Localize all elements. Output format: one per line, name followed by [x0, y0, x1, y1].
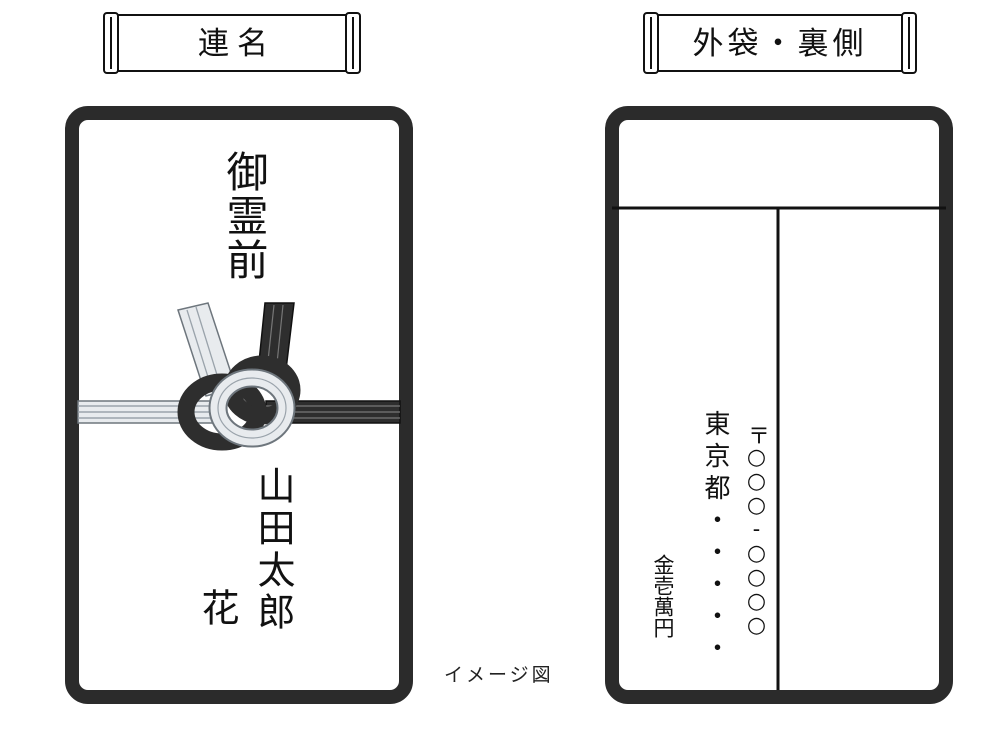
right-banner-title: 外袋・裏側 [693, 26, 868, 62]
left-banner: 連名 [103, 12, 361, 74]
scroll-banner-icon [103, 12, 361, 74]
back-address: 東京都・・・・・ [700, 410, 730, 666]
image-caption: イメージ図 [444, 664, 554, 686]
front-name-secondary: 花 [195, 588, 239, 626]
left-banner-title: 連名 [198, 26, 276, 62]
mizuhiki-awaji-knot-icon [77, 302, 401, 451]
back-envelope [605, 106, 953, 704]
right-banner: 外袋・裏側 [643, 12, 917, 74]
front-heading: 御霊前 [220, 150, 269, 282]
scroll-banner-icon [643, 12, 917, 74]
front-name-primary: 山田太郎 [251, 466, 295, 634]
back-amount: 金壱萬円 [651, 554, 675, 638]
back-postal-code: 〒○○○-○○○○ [744, 424, 769, 637]
